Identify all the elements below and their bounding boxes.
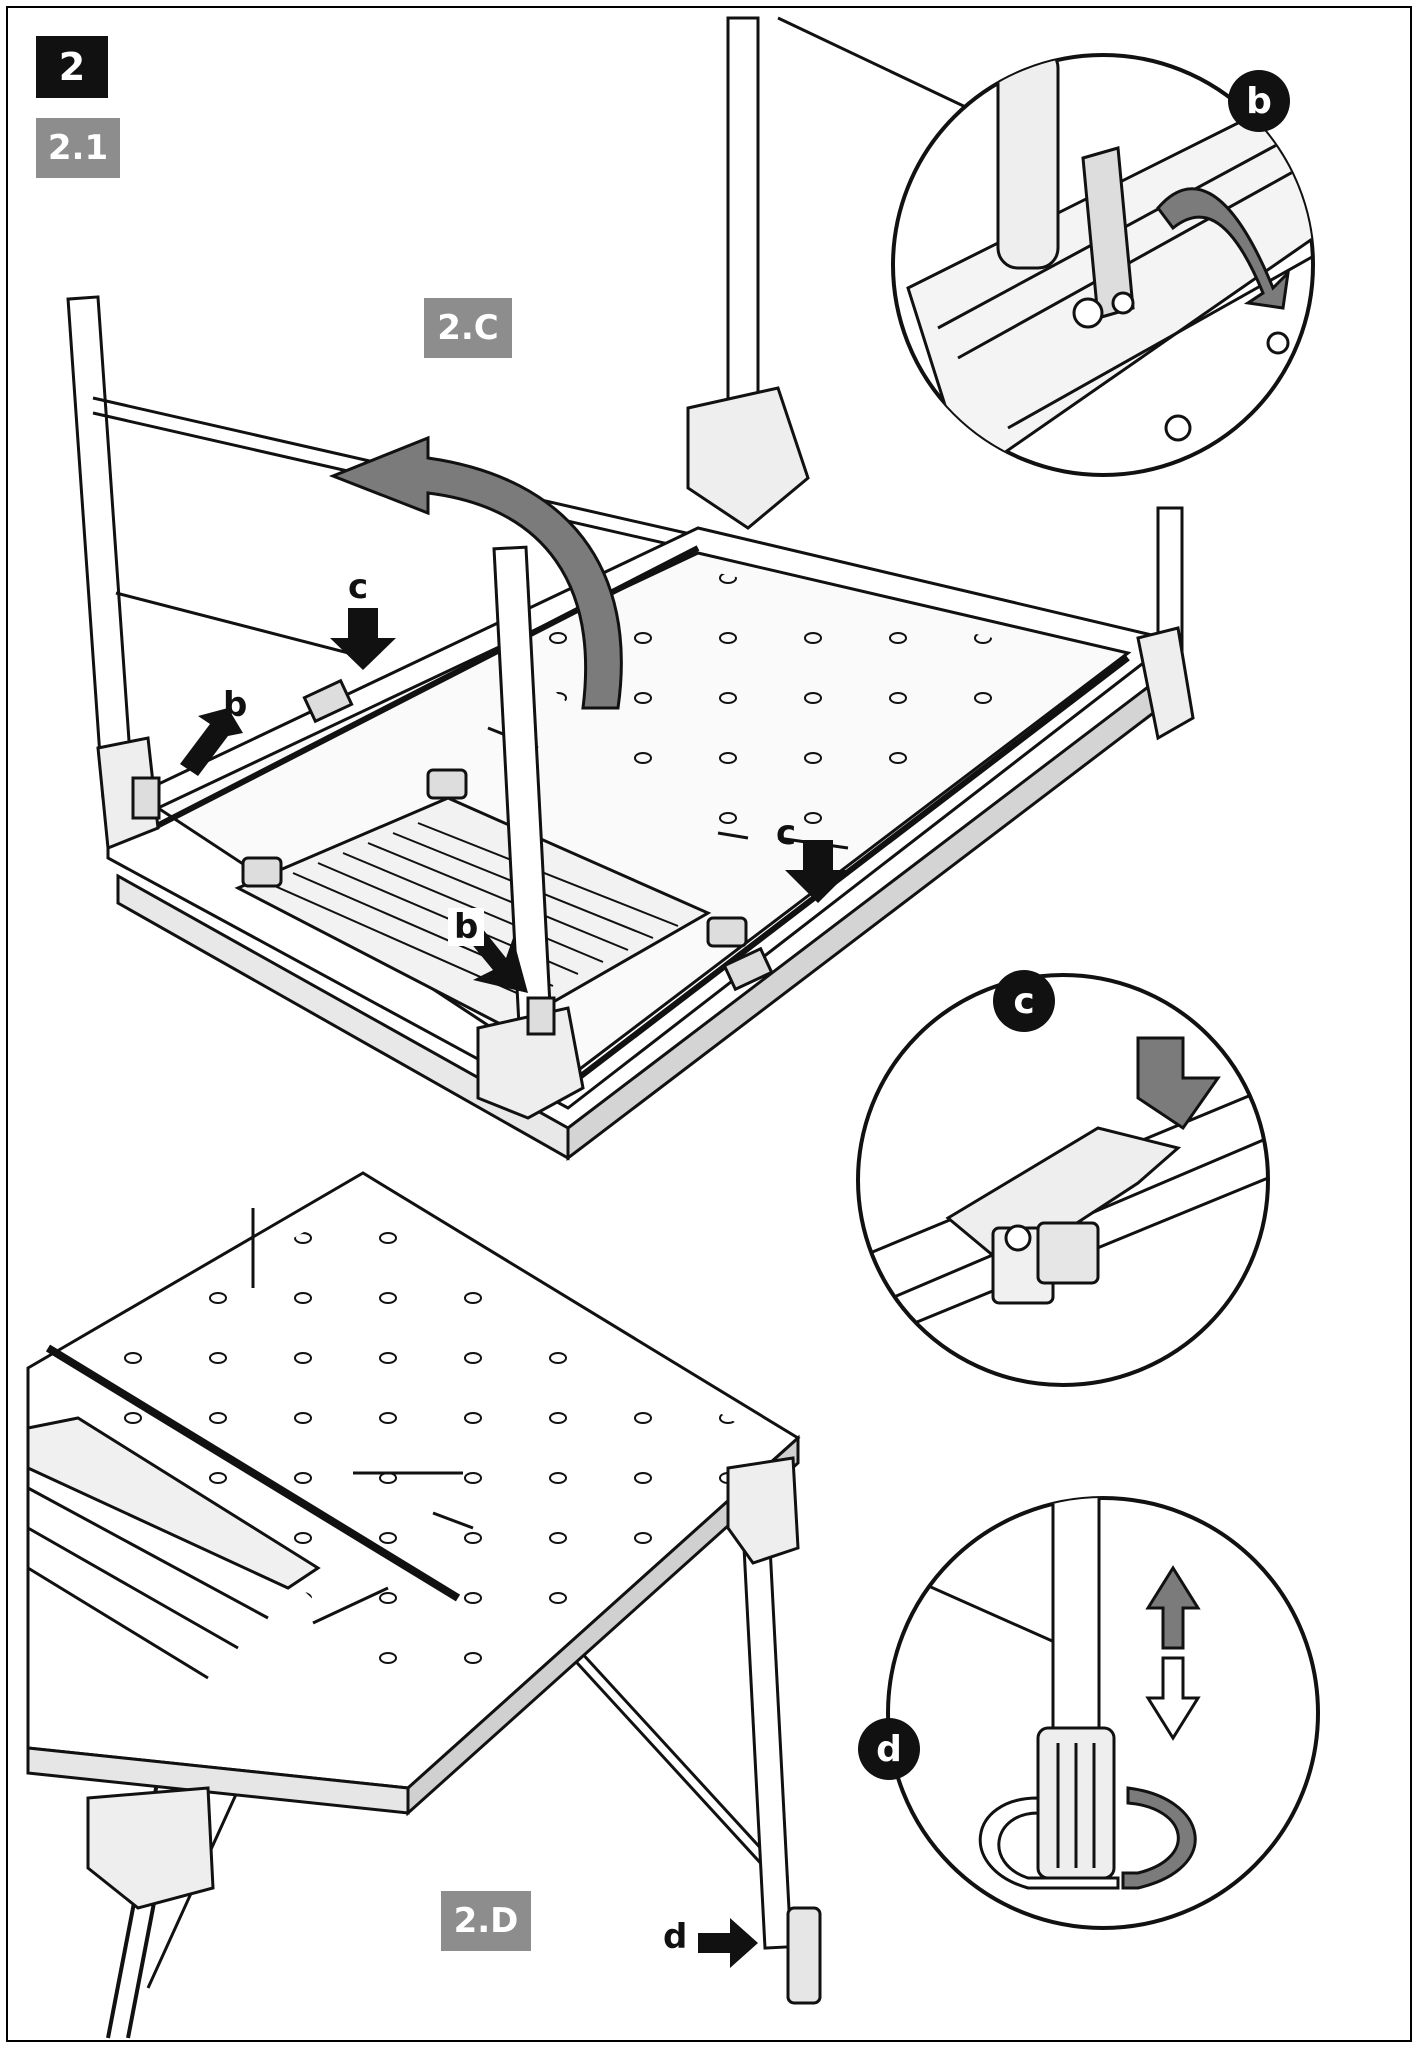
assembly-illustration — [26, 16, 1320, 2039]
rail-lower — [45, 1344, 461, 1602]
manual-page: 2 2.1 2.C 2.D c b c b d b c d — [6, 6, 1412, 2042]
detail-circle-d — [886, 1496, 1320, 1930]
slot-tray — [26, 1416, 321, 1590]
step-number-tag: 2 — [36, 36, 108, 98]
leg-right — [741, 1525, 793, 1950]
substep-tag: 2.1 — [36, 118, 120, 178]
detail-circle-c — [856, 973, 1270, 1387]
workbench-upside-down — [66, 16, 1195, 1162]
latch — [131, 776, 161, 820]
rotate-arrow — [328, 435, 623, 710]
figure-label-lower: 2.D — [441, 1891, 531, 1951]
detail-circle-b — [891, 53, 1315, 477]
callout-c-lower: c — [776, 813, 797, 853]
corner-bracket — [96, 736, 160, 851]
corner-bracket — [686, 386, 810, 530]
callout-d: d — [663, 1917, 688, 1957]
badge-d: d — [858, 1718, 920, 1780]
clamp-knob — [426, 768, 468, 800]
corner-bracket — [86, 1786, 215, 1910]
callout-c-upper: c — [348, 567, 369, 607]
workbench-upright — [26, 1171, 822, 2039]
hole-grid — [508, 568, 1098, 888]
corner-bracket — [1136, 626, 1195, 741]
cross-bar-top — [777, 16, 994, 122]
arrow-c-lower — [785, 840, 851, 903]
hole-grid-lower — [68, 1198, 778, 1708]
arrow-b-left — [180, 708, 243, 776]
leg-cross-bar — [566, 1636, 790, 1880]
callout-b-left: b — [223, 685, 248, 725]
latch — [302, 678, 354, 724]
arrow-c-upper — [330, 608, 396, 670]
badge-b: b — [1228, 70, 1290, 132]
callout-b-center: b — [448, 908, 485, 946]
latch — [722, 946, 774, 992]
leg-back-right — [726, 16, 760, 420]
leg-back-left — [66, 295, 135, 800]
figure-label-upper: 2.C — [424, 298, 512, 358]
latch — [526, 996, 556, 1036]
arrow-d — [698, 1918, 758, 1968]
clamp-knob — [241, 856, 283, 888]
leg-foot-d — [786, 1906, 822, 2005]
clamp-knob — [706, 916, 748, 948]
corner-bracket — [726, 1456, 800, 1565]
badge-c: c — [993, 970, 1055, 1032]
